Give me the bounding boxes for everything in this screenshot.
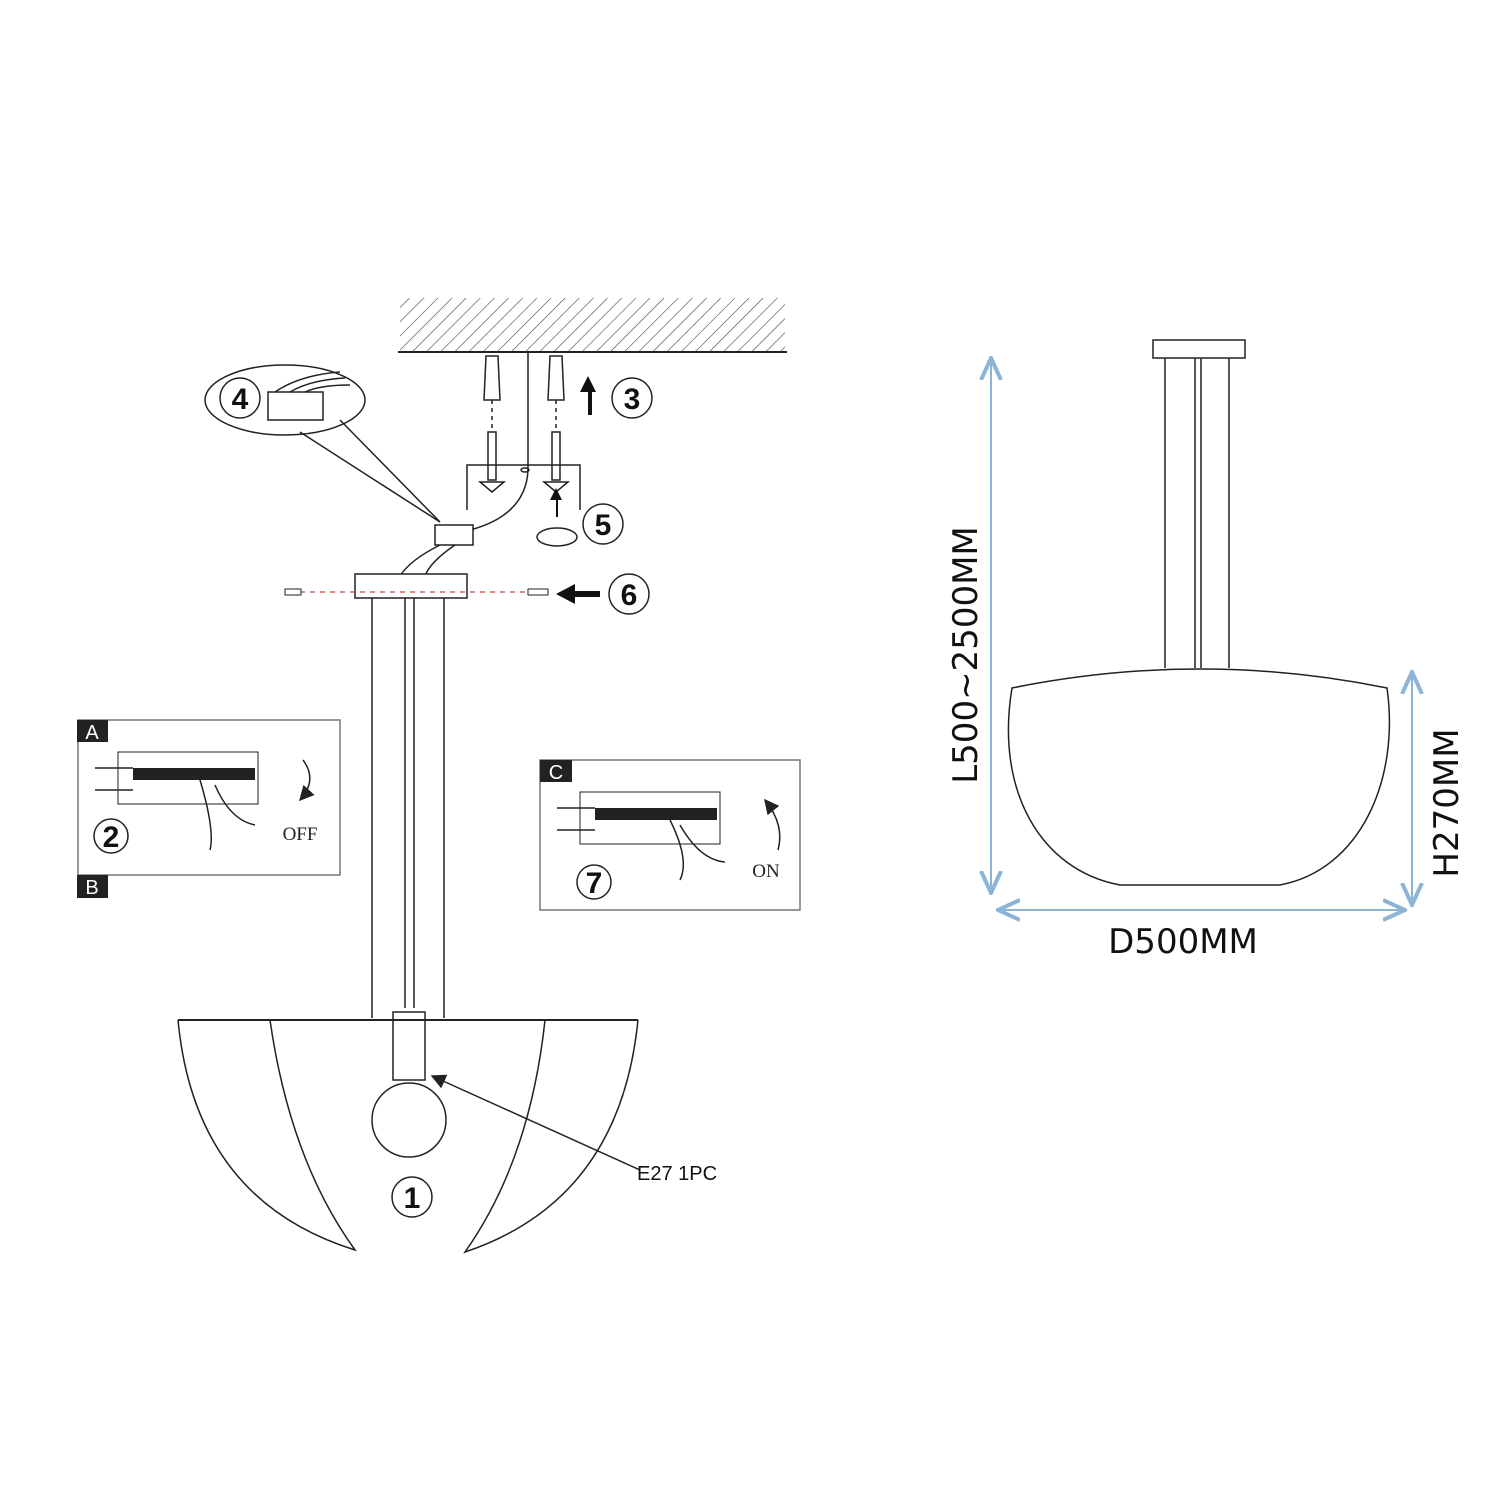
rotate-up-arrow-icon (764, 798, 781, 851)
step-5-badge: 5 (582, 503, 624, 545)
step-3-number: 3 (624, 383, 641, 416)
on-label: ON (752, 861, 780, 882)
supply-cable (469, 352, 529, 531)
ceiling (398, 298, 787, 353)
height-label: H270MM (1427, 728, 1467, 877)
suspension-wires (1164, 358, 1230, 668)
step-2-number: 2 (103, 821, 120, 854)
up-arrow-icon (550, 488, 562, 517)
panel-c-label: C (549, 762, 563, 784)
panel-power-off: A B 2 OFF (77, 719, 341, 899)
glass-shade (177, 1019, 639, 1254)
screw-right (527, 588, 549, 596)
product-dimension-drawing: L500~2500MM H270MM D500MM (946, 339, 1467, 962)
terminal-block-detail: 4 (204, 364, 441, 523)
glass-shade (1007, 668, 1391, 886)
rotate-down-arrow-icon (298, 759, 315, 802)
breaker-switches (133, 768, 255, 780)
step-3-badge: 3 (611, 377, 653, 419)
panel-b-label: B (85, 877, 98, 899)
screw-left (284, 588, 302, 596)
step-6-badge: 6 (608, 573, 650, 615)
bulb (371, 1082, 447, 1158)
rotate-icon (536, 527, 578, 547)
diameter-label: D500MM (1108, 922, 1258, 962)
mounting-bracket (466, 464, 581, 510)
step-7-number: 7 (586, 867, 603, 900)
suspension-wires (371, 598, 445, 1018)
canopy (354, 573, 468, 599)
step-4-number: 4 (232, 383, 249, 416)
step-5-number: 5 (595, 509, 612, 542)
canopy (1152, 339, 1246, 359)
bulb-leader-line (430, 1074, 641, 1171)
bulb-spec-label: E27 1PC (637, 1163, 717, 1185)
panel-power-on: C 7 ON (539, 759, 801, 911)
lamp-socket (392, 1011, 426, 1081)
breaker-switches (595, 808, 717, 820)
step-6-number: 6 (621, 579, 638, 612)
wall-anchors (477, 355, 571, 493)
step-1-number: 1 (404, 1182, 421, 1215)
terminal-block (434, 524, 474, 546)
panel-a-label: A (85, 722, 99, 744)
lamp-wires (399, 544, 456, 577)
length-label: L500~2500MM (946, 526, 986, 784)
left-arrow-icon (556, 584, 600, 604)
step-1-badge: 1 (391, 1176, 433, 1218)
up-arrow-icon (580, 376, 596, 415)
off-label: OFF (283, 824, 318, 845)
